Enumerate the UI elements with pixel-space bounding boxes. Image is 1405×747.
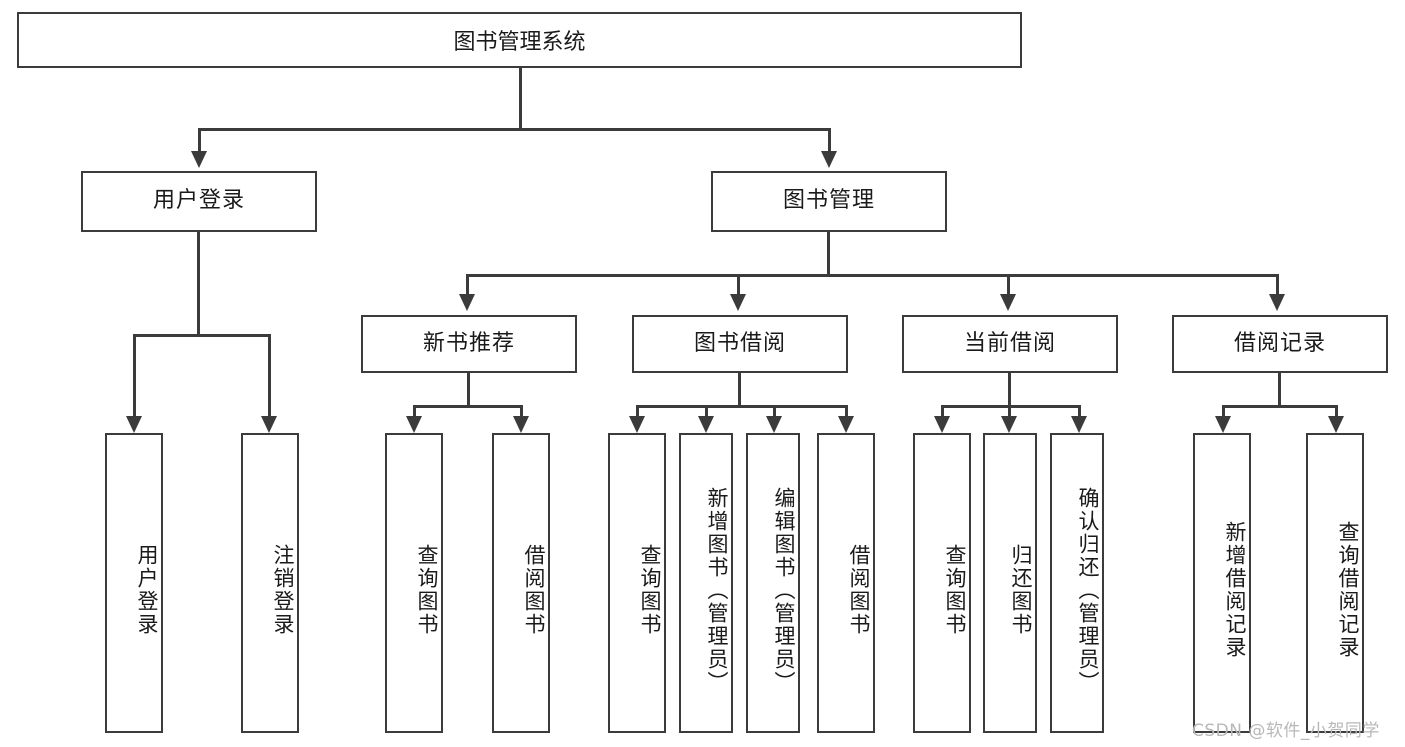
arrowhead-to-borrow-record <box>1269 294 1285 311</box>
leaf-book-borrow-edit-book-admin[interactable]: 编辑图书（管理员） <box>746 433 800 733</box>
connector-nbr-drop-1 <box>413 405 416 418</box>
connector-book-management-bar <box>466 274 1279 277</box>
arrowhead-nbr-leaf-1 <box>406 416 422 433</box>
leaf-borrow-record-add-record[interactable]: 新增借阅记录 <box>1193 433 1251 733</box>
node-label: 归还图书 <box>1009 544 1033 636</box>
node-label: 图书借阅 <box>693 330 786 356</box>
arrowhead-br-leaf-1 <box>1215 416 1231 433</box>
arrowhead-to-current-borrow <box>1000 294 1016 311</box>
connector-bm-drop-3 <box>1007 274 1010 296</box>
connector-nbr-bar <box>413 405 523 408</box>
node-label: 新增图书（管理员） <box>705 486 729 694</box>
connector-br-drop-1 <box>1222 405 1225 418</box>
node-label: 用户登录 <box>152 188 245 214</box>
connector-cb-drop-3 <box>1078 405 1081 418</box>
connector-br-drop-2 <box>1335 405 1338 418</box>
node-label: 借阅图书 <box>522 544 546 636</box>
connector-root-bar <box>198 128 831 131</box>
connector-user-login-stem <box>197 232 200 336</box>
node-label: 注销登录 <box>271 544 295 636</box>
connector-bb-drop-1 <box>636 405 639 418</box>
node-current-borrow[interactable]: 当前借阅 <box>902 315 1118 373</box>
node-label: 借阅记录 <box>1233 330 1326 356</box>
connector-br-bar <box>1222 405 1338 408</box>
arrowhead-to-new-book-recommend <box>459 294 475 311</box>
node-book-borrow[interactable]: 图书借阅 <box>632 315 848 373</box>
leaf-current-borrow-query-book[interactable]: 查询图书 <box>913 433 971 733</box>
connector-book-management-stem <box>827 232 830 276</box>
leaf-book-borrow-add-book-admin[interactable]: 新增图书（管理员） <box>679 433 733 733</box>
arrowhead-to-book-management <box>821 151 837 168</box>
node-label: 查询图书 <box>415 544 439 636</box>
node-label: 新增借阅记录 <box>1223 521 1247 659</box>
connector-bb-drop-2 <box>705 405 708 418</box>
connector-bm-drop-2 <box>737 274 740 296</box>
leaf-user-login-login[interactable]: 用户登录 <box>105 433 163 733</box>
connector-cb-stem <box>1008 373 1011 407</box>
node-label: 查询图书 <box>943 544 967 636</box>
node-label: 编辑图书（管理员） <box>772 486 796 694</box>
arrowhead-user-login-leaf-1 <box>126 416 142 433</box>
connector-bb-drop-3 <box>773 405 776 418</box>
leaf-new-book-borrow-book[interactable]: 借阅图书 <box>492 433 550 733</box>
arrowhead-bb-leaf-2 <box>698 416 714 433</box>
arrowhead-to-book-borrow <box>730 294 746 311</box>
leaf-borrow-record-query-record[interactable]: 查询借阅记录 <box>1306 433 1364 733</box>
connector-cb-bar <box>941 405 1081 408</box>
node-label: 查询借阅记录 <box>1336 521 1360 659</box>
arrowhead-bb-leaf-1 <box>629 416 645 433</box>
leaf-current-borrow-confirm-return-admin[interactable]: 确认归还（管理员） <box>1050 433 1104 733</box>
connector-bm-drop-1 <box>466 274 469 296</box>
arrowhead-user-login-leaf-2 <box>261 416 277 433</box>
arrowhead-bb-leaf-3 <box>766 416 782 433</box>
leaf-user-login-logout[interactable]: 注销登录 <box>241 433 299 733</box>
node-user-login[interactable]: 用户登录 <box>81 171 317 232</box>
node-label: 新书推荐 <box>422 330 515 356</box>
arrowhead-cb-leaf-2 <box>1001 416 1017 433</box>
connector-user-login-bar <box>133 334 270 337</box>
connector-bm-drop-4 <box>1276 274 1279 296</box>
connector-bb-stem <box>738 373 741 407</box>
connector-nbr-stem <box>467 373 470 407</box>
leaf-current-borrow-return-book[interactable]: 归还图书 <box>983 433 1037 733</box>
leaf-new-book-query-book[interactable]: 查询图书 <box>385 433 443 733</box>
connector-user-login-drop-1 <box>133 334 136 418</box>
arrowhead-to-user-login <box>191 151 207 168</box>
node-root-book-management-system[interactable]: 图书管理系统 <box>17 12 1022 68</box>
connector-root-drop-right <box>828 128 831 153</box>
node-label: 用户登录 <box>135 544 159 636</box>
node-label: 确认归还（管理员） <box>1076 486 1100 694</box>
arrowhead-nbr-leaf-2 <box>513 416 529 433</box>
connector-cb-drop-2 <box>1008 405 1011 418</box>
leaf-book-borrow-borrow-book[interactable]: 借阅图书 <box>817 433 875 733</box>
arrowhead-cb-leaf-3 <box>1071 416 1087 433</box>
node-label: 查询图书 <box>638 544 662 636</box>
connector-root-stem <box>519 68 522 130</box>
connector-bb-bar <box>636 405 848 408</box>
leaf-book-borrow-query-book[interactable]: 查询图书 <box>608 433 666 733</box>
node-label: 图书管理系统 <box>453 30 586 55</box>
arrowhead-cb-leaf-1 <box>934 416 950 433</box>
arrowhead-br-leaf-2 <box>1328 416 1344 433</box>
connector-bb-drop-4 <box>845 405 848 418</box>
connector-nbr-drop-2 <box>520 405 523 418</box>
arrowhead-bb-leaf-4 <box>838 416 854 433</box>
node-label: 借阅图书 <box>847 544 871 636</box>
node-book-management[interactable]: 图书管理 <box>711 171 947 232</box>
csdn-watermark: CSDN @软件_小贺同学 <box>1192 721 1380 741</box>
node-new-book-recommend[interactable]: 新书推荐 <box>361 315 577 373</box>
connector-root-drop-left <box>198 128 201 153</box>
node-label: 图书管理 <box>782 188 875 214</box>
connector-cb-drop-1 <box>941 405 944 418</box>
node-label: 当前借阅 <box>963 330 1056 356</box>
connector-user-login-drop-2 <box>268 334 271 418</box>
node-borrow-record[interactable]: 借阅记录 <box>1172 315 1388 373</box>
connector-br-stem <box>1278 373 1281 407</box>
